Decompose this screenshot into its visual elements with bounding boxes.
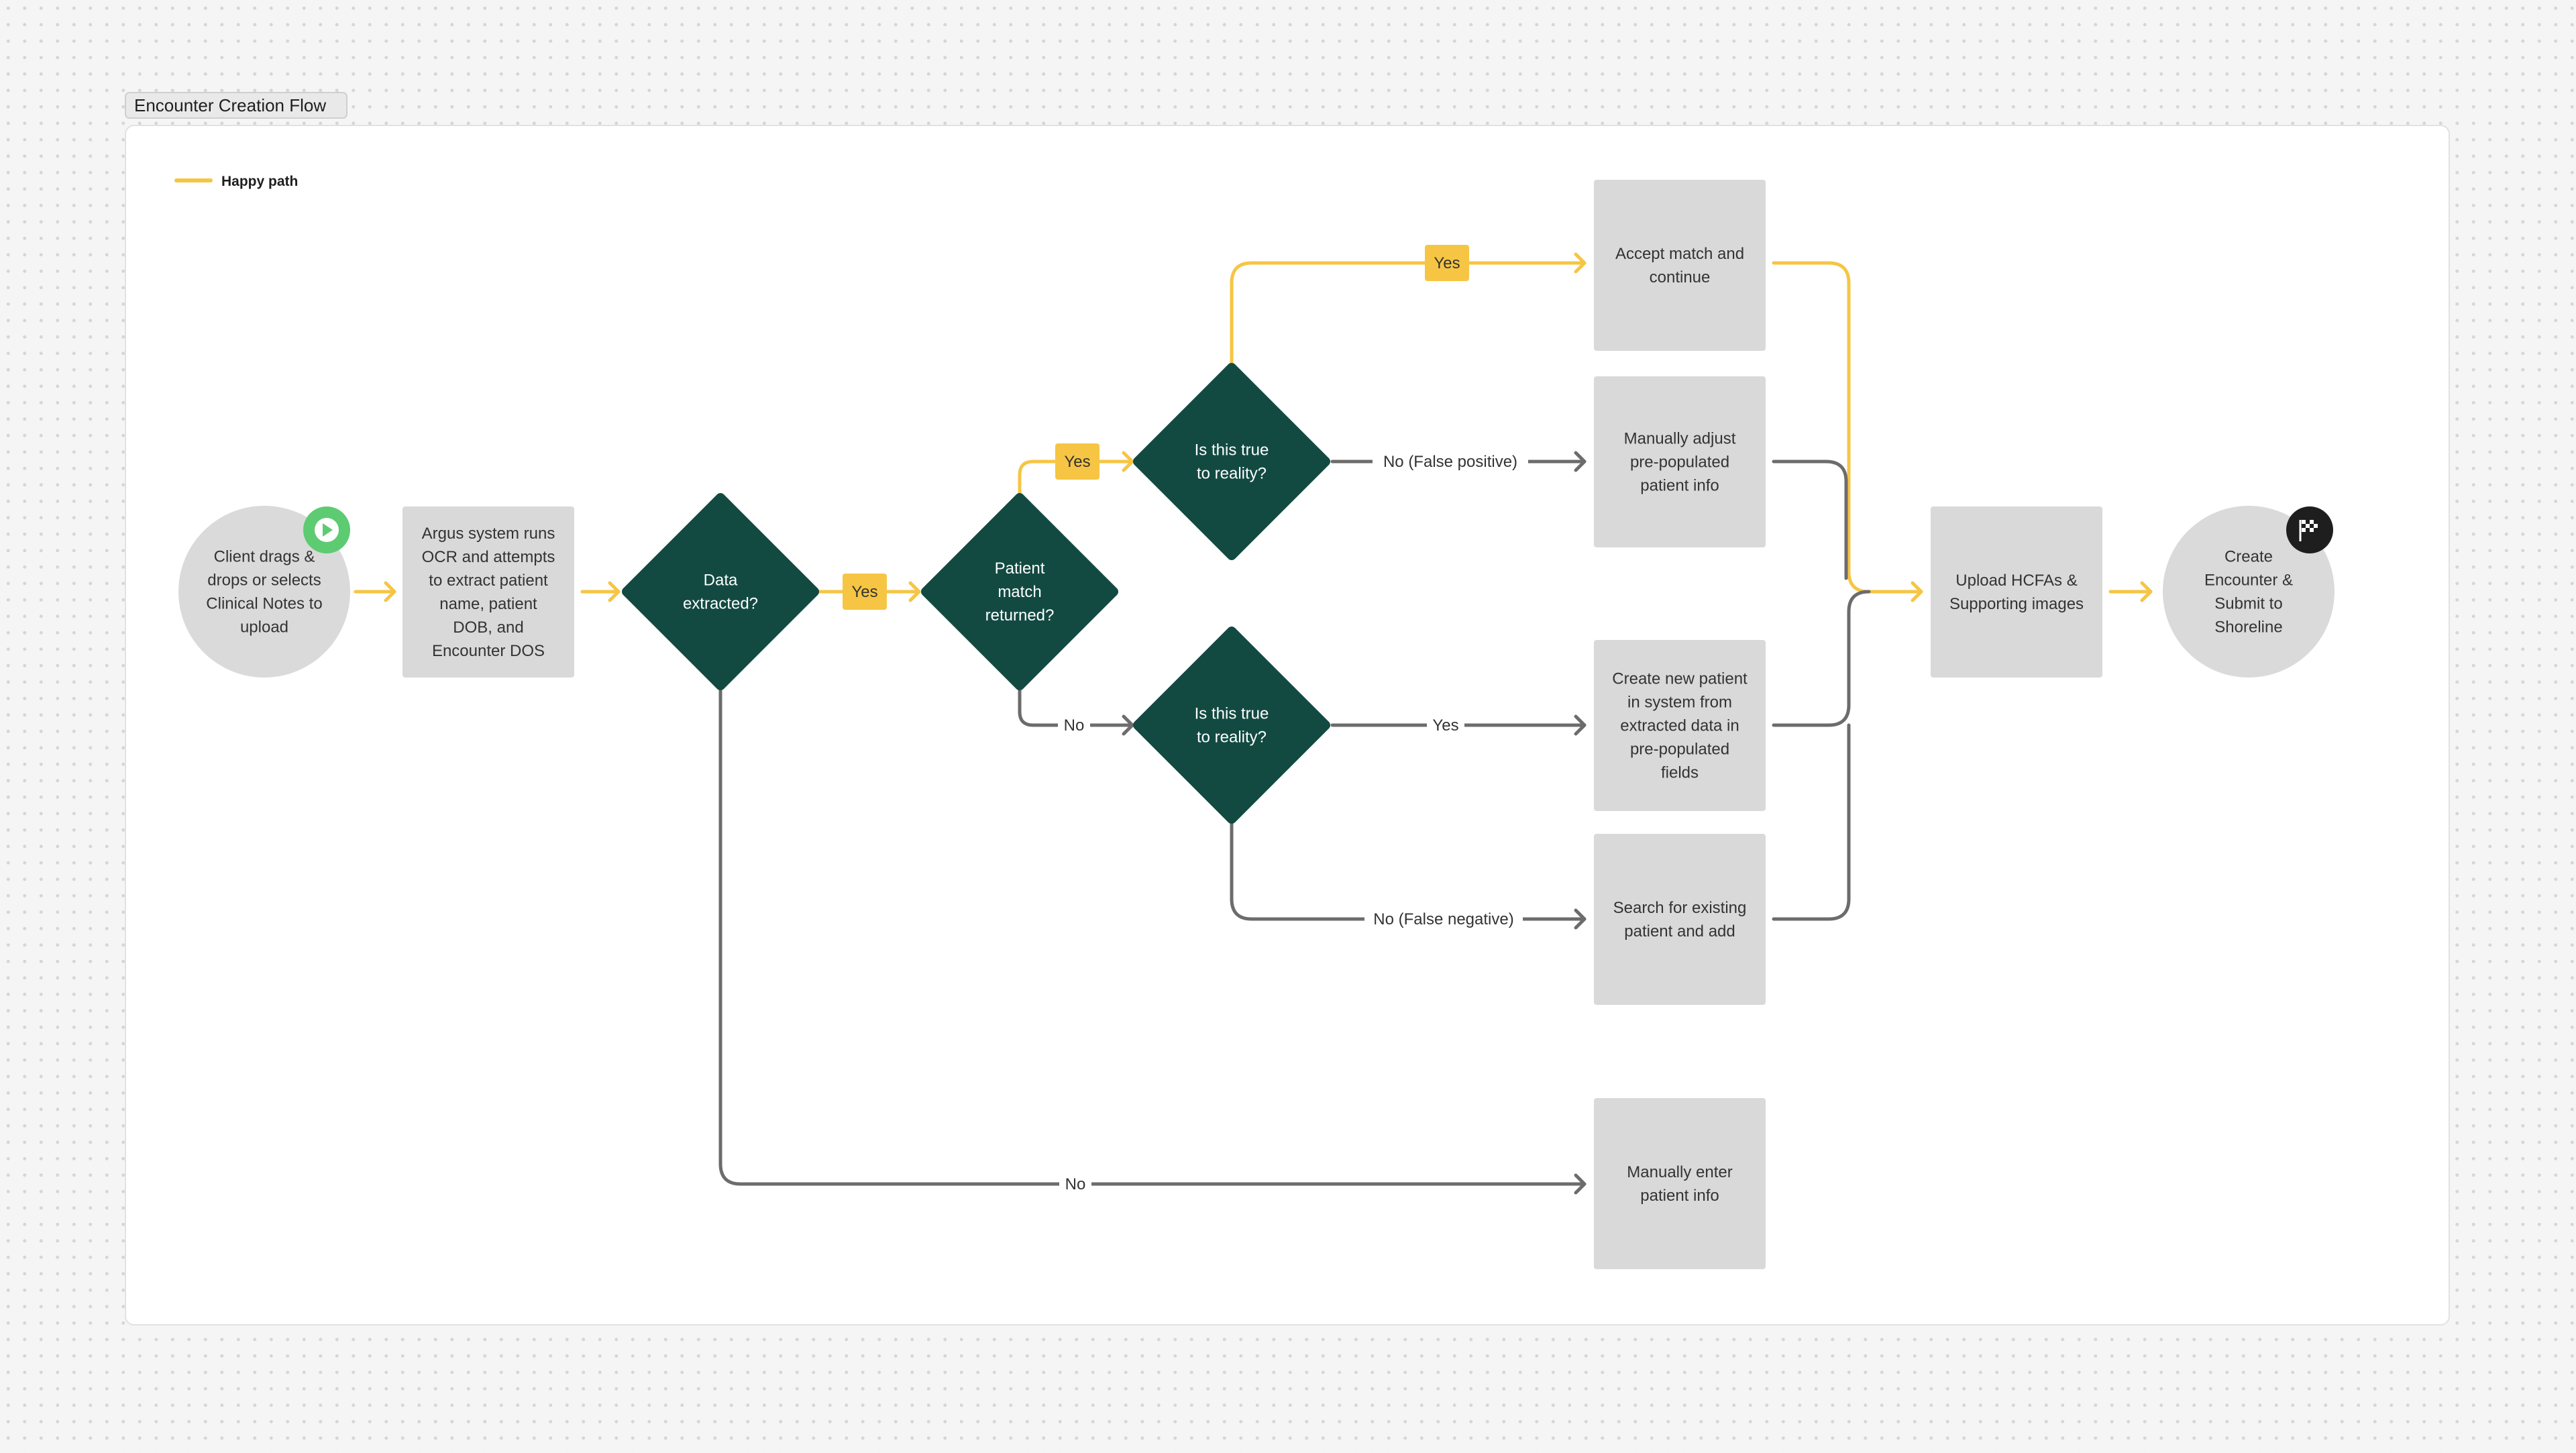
legend: Happy path — [174, 174, 298, 189]
edge-label-extracted-yes: Yes — [843, 574, 887, 610]
decision-diamond — [1133, 627, 1330, 824]
svg-text:No: No — [1065, 1175, 1086, 1193]
decision-diamond — [1133, 363, 1330, 560]
edge-adjust-to-upload — [1772, 460, 1848, 580]
edge-label-extracted-no: No — [1059, 1172, 1091, 1196]
svg-text:Yes: Yes — [1064, 453, 1090, 471]
process-box — [1931, 506, 2102, 678]
process-box — [1594, 376, 1766, 547]
edge-start-to-ocr — [354, 581, 396, 602]
edge-match-no — [1018, 688, 1134, 736]
edge-bottom-no — [1230, 822, 1587, 930]
edge-top-yes — [1230, 252, 1587, 364]
play-icon — [303, 506, 350, 553]
process-box — [402, 506, 574, 678]
decision-diamond — [921, 493, 1118, 690]
svg-text:No: No — [1064, 716, 1085, 735]
edge-create-to-upload — [1772, 590, 1871, 727]
edge-search-to-upload — [1772, 723, 1851, 921]
edge-match-yes — [1018, 451, 1134, 497]
node-label: Upload HCFAs &Supporting images — [1949, 572, 2084, 613]
process-box — [1594, 1098, 1766, 1269]
process-box — [1594, 640, 1766, 811]
edge-upload-to-end — [2108, 581, 2153, 602]
process-box — [1594, 180, 1766, 351]
edge-extracted-no — [718, 689, 1587, 1195]
svg-text:Yes: Yes — [851, 583, 877, 601]
edge-label-bottom-no: No (False negative) — [1364, 907, 1523, 931]
svg-text:Yes: Yes — [1432, 716, 1458, 735]
edge-label-bottom-yes: Yes — [1427, 713, 1464, 737]
decision-diamond — [622, 493, 819, 690]
process-box — [1594, 834, 1766, 1005]
svg-text:Yes: Yes — [1434, 254, 1460, 272]
svg-text:No (False negative): No (False negative) — [1373, 910, 1513, 928]
terminal-circle — [178, 506, 350, 678]
svg-text:No (False positive): No (False positive) — [1383, 453, 1517, 471]
edge-ocr-to-data-extracted — [580, 581, 621, 602]
legend-happy-path-label: Happy path — [221, 174, 298, 189]
node-upload[interactable]: Upload HCFAs &Supporting images — [1931, 506, 2102, 678]
checkered-flag-icon — [2286, 506, 2333, 553]
frame-title[interactable]: Encounter Creation Flow — [125, 92, 347, 119]
terminal-circle — [2163, 506, 2334, 678]
edge-label-match-yes: Yes — [1055, 443, 1099, 480]
edge-label-top-yes: Yes — [1425, 245, 1469, 281]
edge-label-match-no: No — [1058, 713, 1090, 737]
edge-accept-to-upload — [1772, 261, 1923, 602]
edge-label-top-no: No (False positive) — [1373, 449, 1528, 474]
